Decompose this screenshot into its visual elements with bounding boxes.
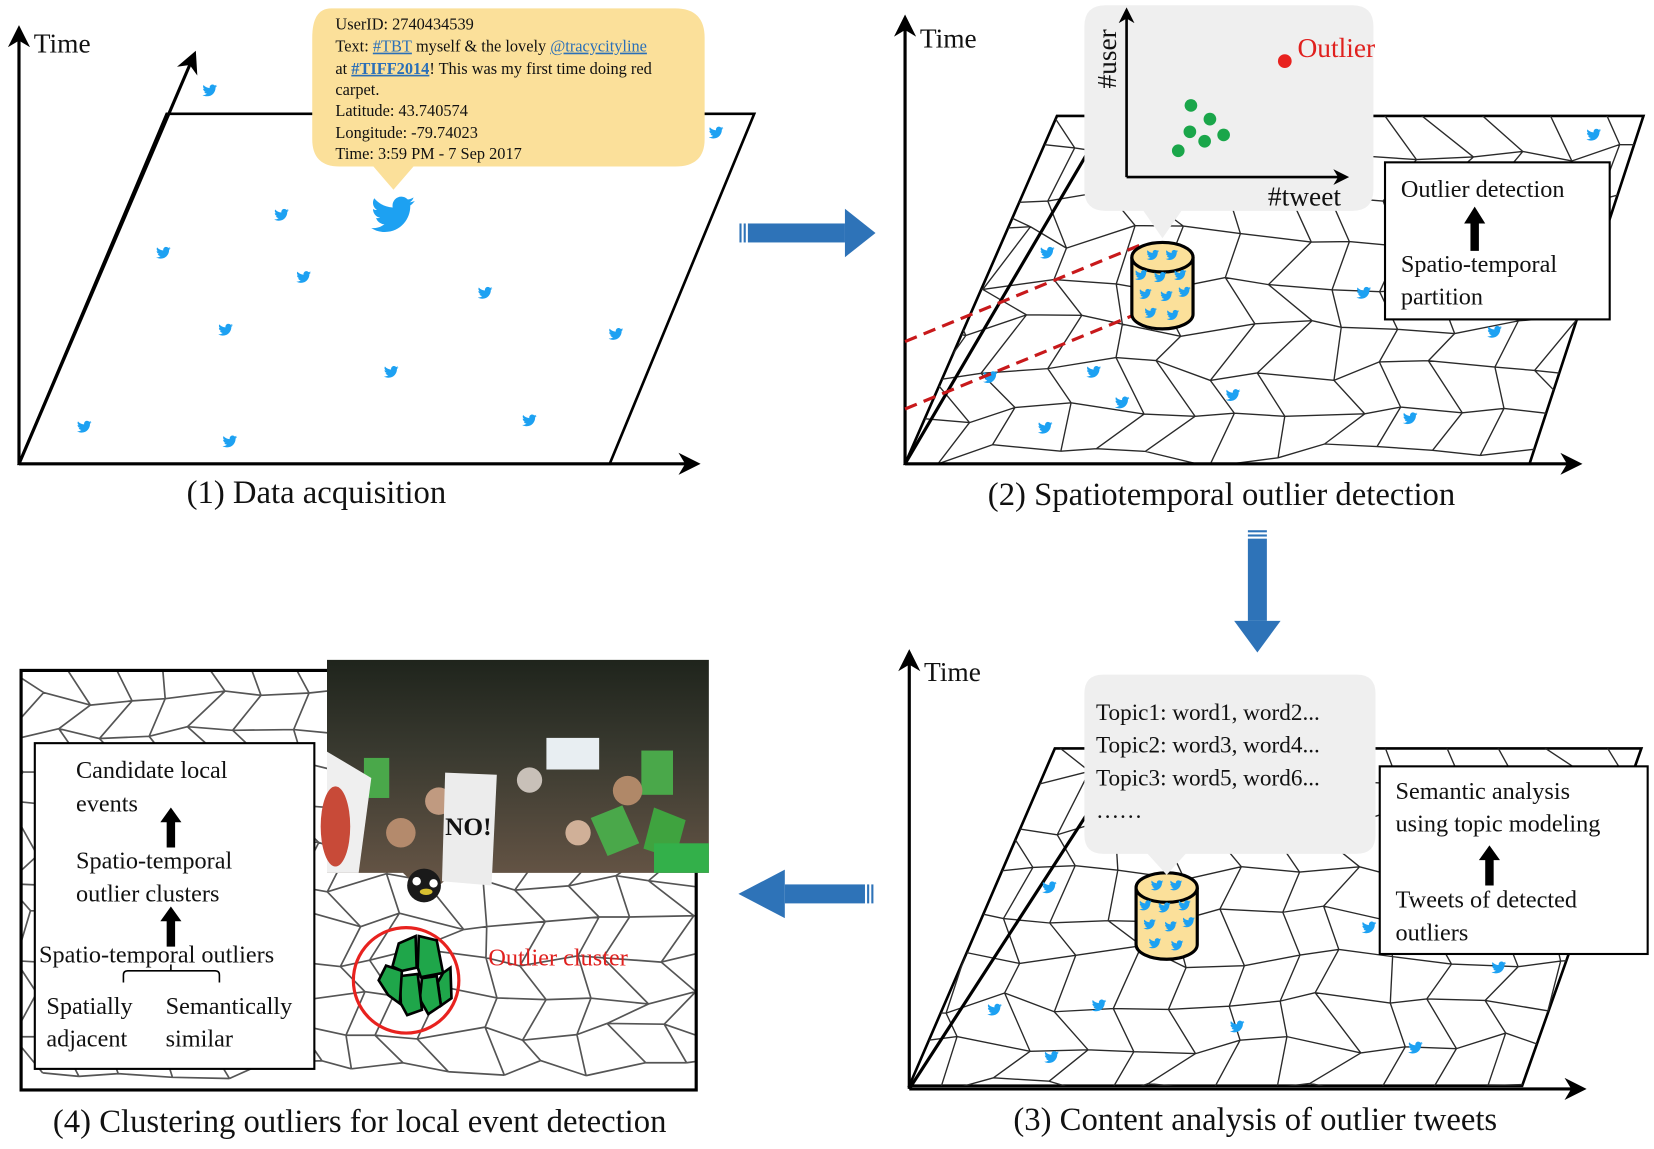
popup-user-id: UserID: 2740434539	[335, 15, 473, 34]
inlier-point	[1183, 125, 1197, 139]
popup-longitude: Longitude: -79.74023	[335, 123, 477, 142]
up-arrow-icon	[1478, 845, 1500, 886]
twitter-bird-icon	[383, 365, 399, 378]
popup-latitude: Latitude: 43.740574	[335, 101, 467, 120]
twitter-bird-icon	[156, 246, 171, 259]
flow-box-clustering: Candidate local events Spatio-temporal o…	[33, 742, 316, 1070]
twitter-bird-icon	[608, 328, 624, 340]
hashtag-link[interactable]: #TIFF2014	[351, 59, 429, 78]
twitter-bird-icon	[522, 414, 537, 427]
flow-box-top-line2: events	[76, 791, 138, 818]
outlier-label: Outlier	[1297, 33, 1375, 63]
flow-box-bottom: Spatio-temporal outliers	[39, 941, 274, 968]
flow-box-right-line2: similar	[166, 1026, 233, 1053]
flow-box-bottom-line2: outliers	[1396, 919, 1469, 946]
inlier-point	[1203, 112, 1217, 126]
projection-line	[904, 310, 1142, 411]
caption-panel-2: (2) Spatiotemporal outlier detection	[988, 477, 1455, 513]
flow-box-mid-line2: outlier clusters	[76, 880, 220, 907]
panel-outlier-detection: Time	[893, 5, 1646, 513]
flow-box-bottom-line2: partition	[1401, 284, 1483, 311]
topic-popup: Topic1: word1, word2... Topic2: word3, w…	[1084, 674, 1376, 875]
flow-box-bottom-line1: Tweets of detected	[1396, 887, 1577, 914]
flow-box-mid-line1: Spatio-temporal	[76, 848, 233, 875]
scatter-popup: #user #tweet Outlier	[1084, 5, 1375, 239]
flow-arrow-down	[1234, 530, 1281, 653]
cluster-circle	[351, 926, 461, 1035]
event-photo: NO!	[320, 659, 709, 903]
protest-sign	[441, 772, 497, 886]
cell-cylinder	[1130, 240, 1195, 331]
flow-arrow-left	[738, 869, 874, 919]
caption-panel-1: (1) Data acquisition	[187, 475, 447, 511]
flow-box-left-line2: adjacent	[46, 1026, 127, 1053]
inlier-point	[1184, 99, 1198, 112]
outlier-point	[1277, 54, 1292, 68]
topic-ellipsis: ……	[1096, 798, 1142, 824]
popup-text-line1: Text: #TBT myself & the lovely @tracycit…	[335, 37, 646, 56]
flow-arrow-right	[739, 208, 876, 258]
twitter-bird-icon	[274, 208, 289, 221]
caption-panel-4: (4) Clustering outliers for local event …	[53, 1104, 667, 1140]
twitter-bird-icon	[708, 126, 724, 139]
panel-clustering: Outlier cluster	[19, 659, 709, 1140]
hashtag-link[interactable]: #TBT	[373, 37, 412, 56]
popup-text-line2: at #TIFF2014! This was my first time doi…	[335, 59, 651, 78]
inlier-points	[1171, 99, 1230, 158]
scatter-xlabel: #tweet	[1268, 182, 1341, 212]
time-axis-label: Time	[920, 23, 977, 53]
inlier-point	[1217, 128, 1230, 142]
projection-line	[904, 243, 1142, 344]
time-axis-label: Time	[34, 29, 91, 59]
twitter-bird-large-icon	[371, 196, 415, 233]
topic-line: Topic1: word1, word2...	[1096, 700, 1320, 726]
twitter-bird-icon	[202, 84, 218, 97]
up-arrow-icon	[160, 807, 182, 848]
twitter-bird-icon	[77, 420, 92, 433]
time-axis-label: Time	[924, 657, 981, 687]
panel-content-analysis: Time Topic1:	[898, 649, 1649, 1138]
mention-link[interactable]: @tracycityline	[550, 37, 647, 56]
inlier-point	[1171, 144, 1185, 158]
topic-line: Topic3: word5, word6...	[1096, 765, 1320, 791]
outlier-cluster-label: Outlier cluster	[488, 945, 627, 972]
tweet-popup: UserID: 2740434539 Text: #TBT myself & t…	[312, 8, 705, 190]
flow-box-detection: Outlier detection Spatio-temporal partit…	[1383, 161, 1611, 321]
flow-box-left-line1: Spatially	[46, 993, 133, 1020]
flow-box-right-line1: Semantically	[166, 993, 294, 1020]
outlier-cluster: Outlier cluster	[351, 926, 628, 1035]
flow-box-top: Outlier detection	[1401, 176, 1565, 203]
flow-box-top-line1: Semantic analysis	[1396, 778, 1570, 805]
flow-box-top-line2: using topic modeling	[1396, 811, 1601, 838]
flow-box-bottom-line1: Spatio-temporal	[1401, 251, 1558, 278]
brace	[122, 964, 221, 983]
cell-cylinder	[1134, 871, 1199, 961]
scatter-ylabel: #user	[1092, 29, 1122, 88]
topic-line: Topic2: word3, word4...	[1096, 733, 1320, 759]
twitter-bird-icon	[296, 271, 311, 283]
twitter-bird-icon	[222, 435, 238, 448]
flow-box-top-line1: Candidate local	[76, 757, 228, 784]
inlier-point	[1198, 134, 1211, 148]
up-arrow-icon	[160, 906, 182, 947]
protest-sign-text: NO!	[445, 813, 491, 841]
popup-text-line3: carpet.	[335, 80, 379, 99]
twitter-bird-icon	[477, 286, 493, 299]
twitter-bird-icon	[218, 323, 233, 336]
caption-panel-3: (3) Content analysis of outlier tweets	[1013, 1102, 1497, 1138]
popup-time: Time: 3:59 PM - 7 Sep 2017	[335, 144, 521, 163]
panel-data-acquisition: Time UserID: 2740434539 Text: #TBT mysel…	[7, 8, 757, 511]
flow-box-semantic: Semantic analysis using topic modeling T…	[1378, 765, 1649, 956]
up-arrow-icon	[1464, 206, 1486, 251]
